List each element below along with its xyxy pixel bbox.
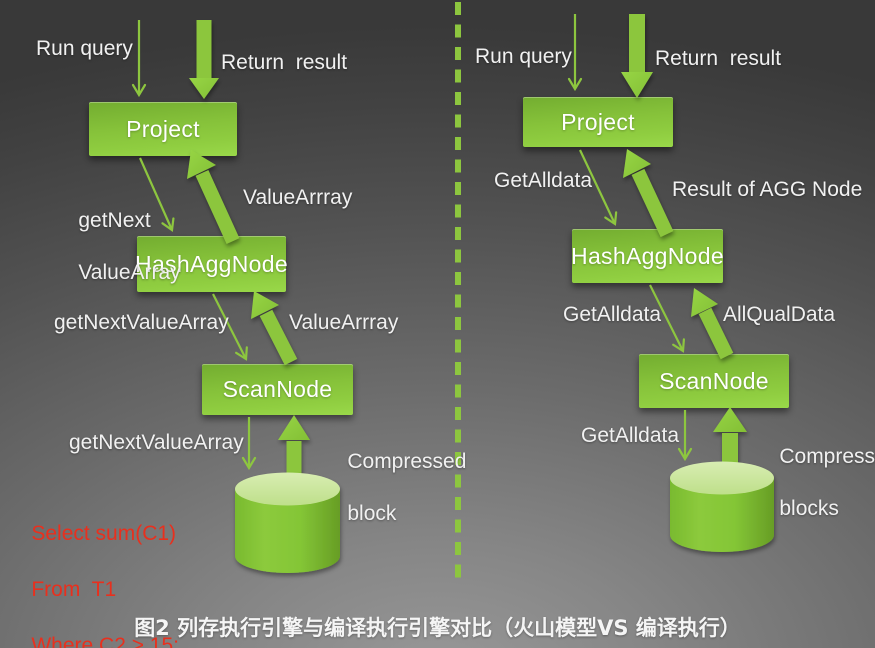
right-getalldata-top-label: GetAlldata <box>494 169 593 192</box>
left-hashagg-node: HashAggNode <box>135 236 288 292</box>
left-return-result-label: Return result <box>221 51 348 74</box>
right-compressed-line1: Compressed <box>779 445 875 468</box>
right-hashagg-node: HashAggNode <box>571 229 724 283</box>
left-getnext-valuearray-label: getNext ValueArray <box>55 182 181 312</box>
sql-line3: Where C2 > 15; <box>31 634 179 648</box>
right-getalldata-mid-arrow <box>649 284 685 353</box>
left-compressed-block-arrow <box>278 415 310 482</box>
right-compressed-blocks-label: Compressed blocks <box>756 418 875 548</box>
left-valuearrray-mid-label: ValueArrray <box>289 311 399 334</box>
right-getalldata-bottom-label: GetAlldata <box>581 424 680 447</box>
right-allqualdata-block-arrow <box>691 288 734 360</box>
right-project-label: Project <box>561 108 635 135</box>
left-compressed-line2: block <box>347 502 397 525</box>
right-database-cylinder-icon <box>670 461 774 552</box>
right-getalldata-mid-label: GetAlldata <box>563 303 662 326</box>
right-allqualdata-label: AllQualData <box>723 303 836 326</box>
sql-query-text: Select sum(C1) From T1 Where C2 > 15; <box>8 492 179 648</box>
sql-line2: From T1 <box>31 578 117 601</box>
left-getnext-top-arrow <box>138 157 175 232</box>
right-scan-label: ScanNode <box>659 367 769 394</box>
right-run-query-label: Run query <box>475 45 572 68</box>
left-scan-node: ScanNode <box>202 364 353 415</box>
right-compressed-line2: blocks <box>779 497 839 520</box>
left-return-result-block-arrow <box>189 20 219 99</box>
left-project-label: Project <box>126 115 200 142</box>
left-getnext-mid-arrow <box>212 293 248 361</box>
left-valuearrray-top-label: ValueArrray <box>243 186 353 209</box>
right-return-result-block-arrow <box>621 14 653 98</box>
left-getnext-line2: ValueArray <box>78 261 181 284</box>
right-result-of-agg-label: Result of AGG Node <box>672 178 863 201</box>
left-getnextvaluearray-mid-label: getNextValueArray <box>54 311 229 334</box>
left-compressed-block-label: Compressed block <box>324 423 466 553</box>
left-compressed-line1: Compressed <box>347 450 467 473</box>
left-database-cylinder-icon <box>235 472 340 573</box>
left-valuearrray-top-block-arrow <box>187 150 240 244</box>
left-project-node: Project <box>89 102 237 156</box>
left-run-query-label: Run query <box>36 37 133 60</box>
right-hashagg-label: HashAggNode <box>571 242 724 269</box>
left-scan-label: ScanNode <box>222 376 333 402</box>
right-result-of-agg-block-arrow <box>623 149 674 237</box>
right-return-result-label: Return result <box>655 47 782 70</box>
right-scan-node: ScanNode <box>639 354 789 408</box>
figure-caption: 图2 列存执行引擎与编译执行引擎对比（火山模型VS 编译执行） <box>134 616 741 640</box>
left-hashagg-label: HashAggNode <box>135 250 288 277</box>
right-project-node: Project <box>523 97 673 147</box>
sql-line1: Select sum(C1) <box>31 522 177 545</box>
left-getnext-line1: getNext <box>78 209 151 232</box>
left-valuearrray-mid-block-arrow <box>251 291 298 366</box>
right-getalldata-top-arrow <box>579 149 618 226</box>
left-getnextvaluearray-bottom-label: getNextValueArray <box>69 431 244 454</box>
